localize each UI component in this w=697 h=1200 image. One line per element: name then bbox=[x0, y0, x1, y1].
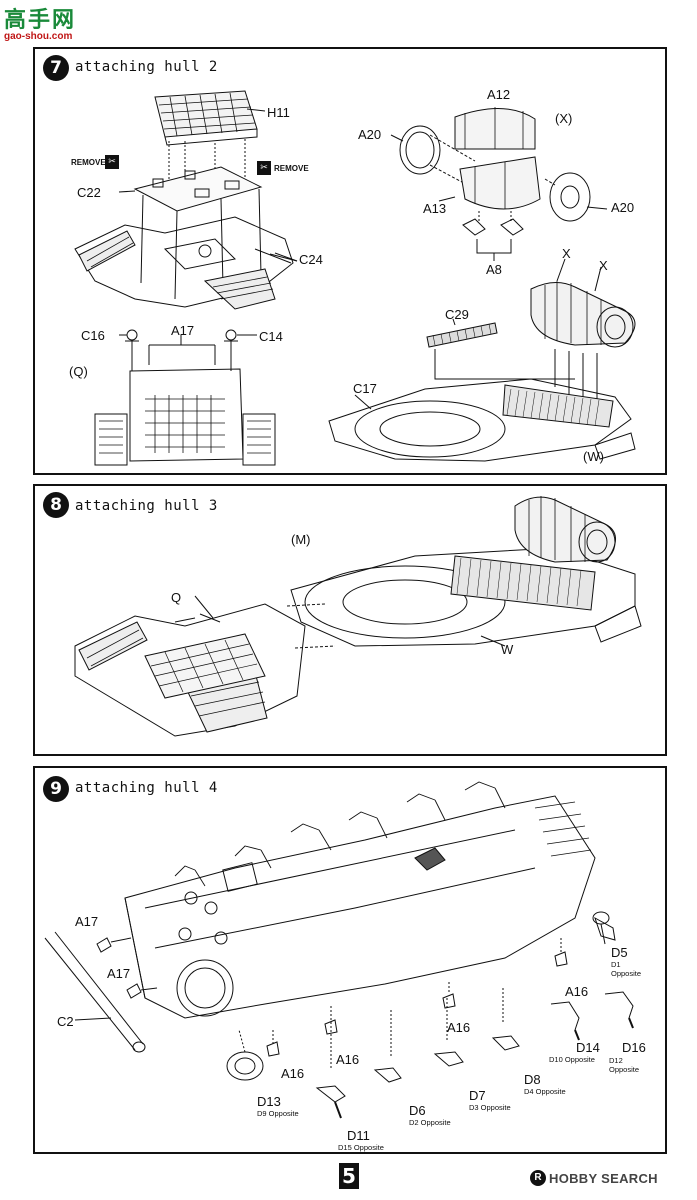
label-d13-sub: D9 Opposite bbox=[257, 1109, 299, 1118]
label-x-2: X bbox=[599, 258, 608, 273]
label-a20-right: A20 bbox=[611, 200, 635, 215]
step-8-panel: 8 attaching hull 3 bbox=[33, 484, 667, 756]
step-7-number: 7 bbox=[43, 55, 69, 81]
label-c17: C17 bbox=[353, 381, 377, 396]
step-7-title: attaching hull 2 bbox=[75, 59, 218, 75]
label-d7: D7 bbox=[469, 1088, 486, 1103]
label-d11: D11 bbox=[347, 1128, 370, 1143]
step-9-title: attaching hull 4 bbox=[75, 780, 218, 796]
label-a13: A13 bbox=[423, 201, 447, 216]
label-c29: C29 bbox=[445, 307, 469, 322]
watermark-url: gao-shou.com bbox=[4, 31, 73, 42]
page-number: 5 bbox=[339, 1163, 359, 1189]
watermark-chars: 高手网 bbox=[4, 8, 77, 33]
label-c2: C2 bbox=[57, 1014, 74, 1029]
label-q: (Q) bbox=[69, 364, 88, 379]
remove-cut-icon-right: ✂ bbox=[257, 161, 271, 175]
label-q: Q bbox=[171, 590, 182, 605]
label-d16: D16 bbox=[622, 1040, 646, 1055]
hobby-search-logo: R HOBBY SEARCH bbox=[530, 1170, 658, 1186]
remove-cut-icon-left: ✂ bbox=[105, 155, 119, 169]
hobby-search-name: HOBBY SEARCH bbox=[549, 1170, 658, 1186]
label-a8: A8 bbox=[486, 262, 502, 277]
watermark-logo: 高手网 gao-shou.com bbox=[4, 2, 76, 42]
label-a17-a: A17 bbox=[75, 914, 99, 929]
hull-assembly-drawing bbox=[74, 496, 642, 737]
label-d13: D13 bbox=[257, 1094, 281, 1109]
label-h11: H11 bbox=[267, 105, 290, 120]
step-8-number: 8 bbox=[43, 492, 69, 518]
hobby-search-mark: R bbox=[530, 1170, 546, 1186]
label-d11-sub: D15 Opposite bbox=[338, 1143, 384, 1152]
label-a20-left: A20 bbox=[358, 127, 382, 142]
hull-top-drawing bbox=[74, 90, 636, 466]
lower-hull-suspension-drawing bbox=[44, 781, 634, 1119]
label-a12: A12 bbox=[487, 87, 511, 102]
label-d8-sub: D4 Opposite bbox=[524, 1087, 566, 1096]
label-w: (W) bbox=[583, 449, 604, 464]
remove-label-left: REMOVE bbox=[71, 158, 106, 167]
label-d7-sub: D3 Opposite bbox=[469, 1103, 511, 1112]
step-8-title: attaching hull 3 bbox=[75, 498, 218, 514]
label-d14-sub: D10 Opposite bbox=[549, 1055, 595, 1064]
label-d8: D8 bbox=[524, 1072, 541, 1087]
label-d14: D14 bbox=[576, 1040, 600, 1055]
step-9-panel: 9 attaching hull 4 bbox=[33, 766, 667, 1154]
label-a16-a: A16 bbox=[281, 1066, 305, 1081]
label-d5: D5 bbox=[611, 945, 628, 960]
label-a16-d: A16 bbox=[565, 984, 589, 999]
step-7-panel: 7 attaching hull 2 bbox=[33, 47, 667, 475]
remove-label-right: REMOVE bbox=[274, 164, 309, 173]
label-d6-sub: D2 Opposite bbox=[409, 1118, 451, 1127]
label-x-1: X bbox=[562, 246, 571, 261]
label-c22: C22 bbox=[77, 185, 101, 200]
label-c16: C16 bbox=[81, 328, 105, 343]
label-d6: D6 bbox=[409, 1103, 426, 1118]
label-a17: A17 bbox=[171, 323, 195, 338]
label-a16-c: A16 bbox=[447, 1020, 471, 1035]
label-c14: C14 bbox=[259, 329, 283, 344]
label-m: (M) bbox=[291, 532, 311, 547]
label-a16-b: A16 bbox=[336, 1052, 360, 1067]
label-w: W bbox=[501, 642, 514, 657]
label-x-top: (X) bbox=[555, 111, 573, 126]
label-a17-b: A17 bbox=[107, 966, 131, 981]
label-c24: C24 bbox=[299, 252, 323, 267]
step-9-number: 9 bbox=[43, 776, 69, 802]
